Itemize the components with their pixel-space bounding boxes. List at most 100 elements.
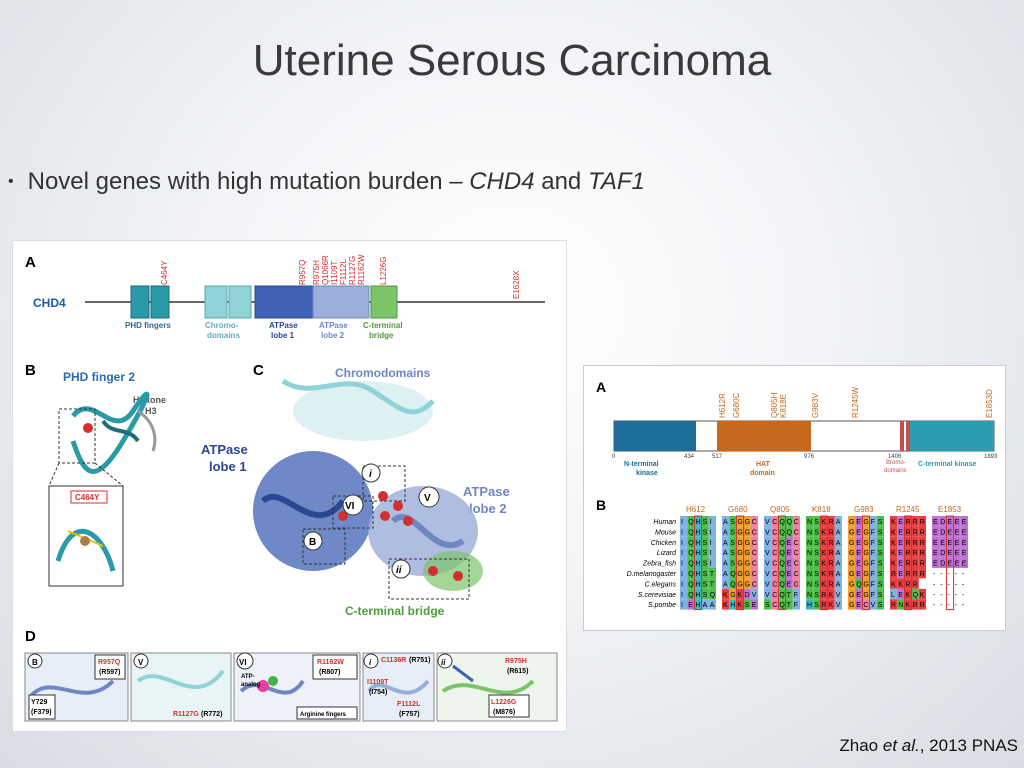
alignment-residue: E (856, 529, 861, 536)
taf1-mutation-label: Q805H (770, 392, 779, 418)
alignment-residue: I (710, 519, 712, 526)
alignment-residue: S (703, 581, 708, 588)
alignment-residue: I (681, 581, 683, 588)
alignment-residue: Q (913, 592, 919, 599)
alignment-residue: S (878, 581, 883, 588)
alignment-residue: V (836, 592, 841, 599)
alignment-residue: S (878, 571, 883, 578)
alignment-col-header: H612 (686, 505, 706, 514)
alignment-residue: L (891, 592, 895, 599)
alignment-residue: F (871, 571, 875, 578)
zoom-line (49, 463, 59, 486)
protein-structure-ribbon (253, 381, 483, 591)
atpase-lobe2-box (313, 286, 369, 318)
alignment-residue: I (710, 561, 712, 568)
svg-text:(F379): (F379) (31, 709, 52, 716)
alignment-residue: C (752, 550, 757, 557)
alignment-residue: H (695, 540, 700, 547)
alignment-residue: C (772, 561, 777, 568)
alignment-col-header: Q805 (770, 505, 790, 514)
taf1-position: 0 (612, 454, 616, 460)
alignment-residue: V (765, 519, 770, 526)
alignment-residue: G (745, 529, 750, 536)
alignment-residue: R (913, 519, 918, 526)
alignment-residue: K (829, 592, 834, 599)
alignment-residue: E (940, 540, 945, 547)
alignment-residue: S (814, 550, 819, 557)
panel-label-a: A (25, 254, 36, 271)
svg-text:(R772): (R772) (201, 711, 222, 718)
alignment-residue: C (772, 540, 777, 547)
alignment-residue: A (723, 561, 728, 568)
alignment-residue: K (891, 581, 896, 588)
alignment-residue: R (920, 540, 925, 547)
region-badge-label: V (424, 493, 431, 504)
alignment-residue: A (723, 550, 728, 557)
citation-text: Zhao (839, 736, 882, 755)
alignment-residue: E (933, 540, 938, 547)
svg-text:C1136R: C1136R (381, 657, 406, 664)
alignment-residue: K (723, 602, 728, 609)
alignment-residue: K (905, 602, 910, 609)
alignment-residue: S (745, 602, 750, 609)
alignment-residue: K (723, 592, 728, 599)
alignment-residue: K (891, 550, 896, 557)
alignment-residue: R (913, 529, 918, 536)
atpase-lobe1-box (255, 286, 313, 318)
alignment-species: D.melanogaster (627, 571, 677, 578)
alignment-residue: G (849, 550, 854, 557)
alignment-residue: E (856, 561, 861, 568)
alignment-residue: V (765, 592, 770, 599)
chd4-figure: A CHD4 C464Y R957Q R975H Q1066R I1109T F… (12, 240, 567, 732)
taf1-position: 976 (804, 454, 815, 460)
alignment-residue: A (836, 561, 841, 568)
alignment-residue: S (814, 571, 819, 578)
alignment-residue: N (807, 571, 812, 578)
taf1-mutation-label: R1245W (851, 386, 860, 418)
alignment-residue: C (794, 550, 799, 557)
alignment-residue: T (710, 571, 715, 578)
alignment-residue: R (913, 581, 918, 588)
taf1-mutation-label: E1853D (985, 389, 994, 418)
alignment-residue: I (681, 571, 683, 578)
alignment-residue: Q (730, 571, 736, 578)
svg-text:I1109T: I1109T (367, 679, 389, 686)
alignment-residue: H (807, 602, 812, 609)
alignment-residue: G (863, 592, 868, 599)
alignment-residue: E (856, 592, 861, 599)
alignment-residue: K (821, 561, 826, 568)
alignment-residue: V (765, 571, 770, 578)
taf1-figure-svg: A H612R G680C Q805H K818E G983V R1245W E… (584, 366, 1007, 632)
alignment-residue: E (898, 519, 903, 526)
alignment-residue: G (745, 581, 750, 588)
alignment-residue: G (863, 529, 868, 536)
alignment-species: S.cerevisiae (638, 592, 676, 599)
alignment-residue: H (695, 519, 700, 526)
alignment-residue: C (772, 592, 777, 599)
alignment-residue: S (703, 571, 708, 578)
alignment-residue: E (856, 550, 861, 557)
alignment-residue: A (836, 529, 841, 536)
taf1-figure: A H612R G680C Q805H K818E G983V R1245W E… (583, 365, 1006, 631)
alignment-residue: S (703, 561, 708, 568)
alignment-residue: C (794, 519, 799, 526)
alignment-residue: R (905, 529, 910, 536)
panel-label-b: B (596, 497, 606, 513)
alignment-residue: E (787, 571, 792, 578)
alignment-residue: I (681, 550, 683, 557)
alignment-residue: N (807, 561, 812, 568)
domain-label: domains (207, 331, 240, 340)
alignment-residue: R (821, 592, 826, 599)
alignment-residue: I (681, 561, 683, 568)
alignment-residue: C (772, 571, 777, 578)
alignment-residue: E (898, 592, 903, 599)
alignment-residue: T (710, 581, 715, 588)
alignment-residue: I (710, 529, 712, 536)
alignment-residue: S (878, 592, 883, 599)
alignment-residue: A (836, 540, 841, 547)
d-subpanel: ii R975H (R615) L1226G (M876) (437, 653, 557, 721)
alignment-residue: R (920, 550, 925, 557)
svg-text:V: V (138, 658, 144, 667)
alignment-residue: A (836, 581, 841, 588)
alignment-residue: G (737, 550, 742, 557)
